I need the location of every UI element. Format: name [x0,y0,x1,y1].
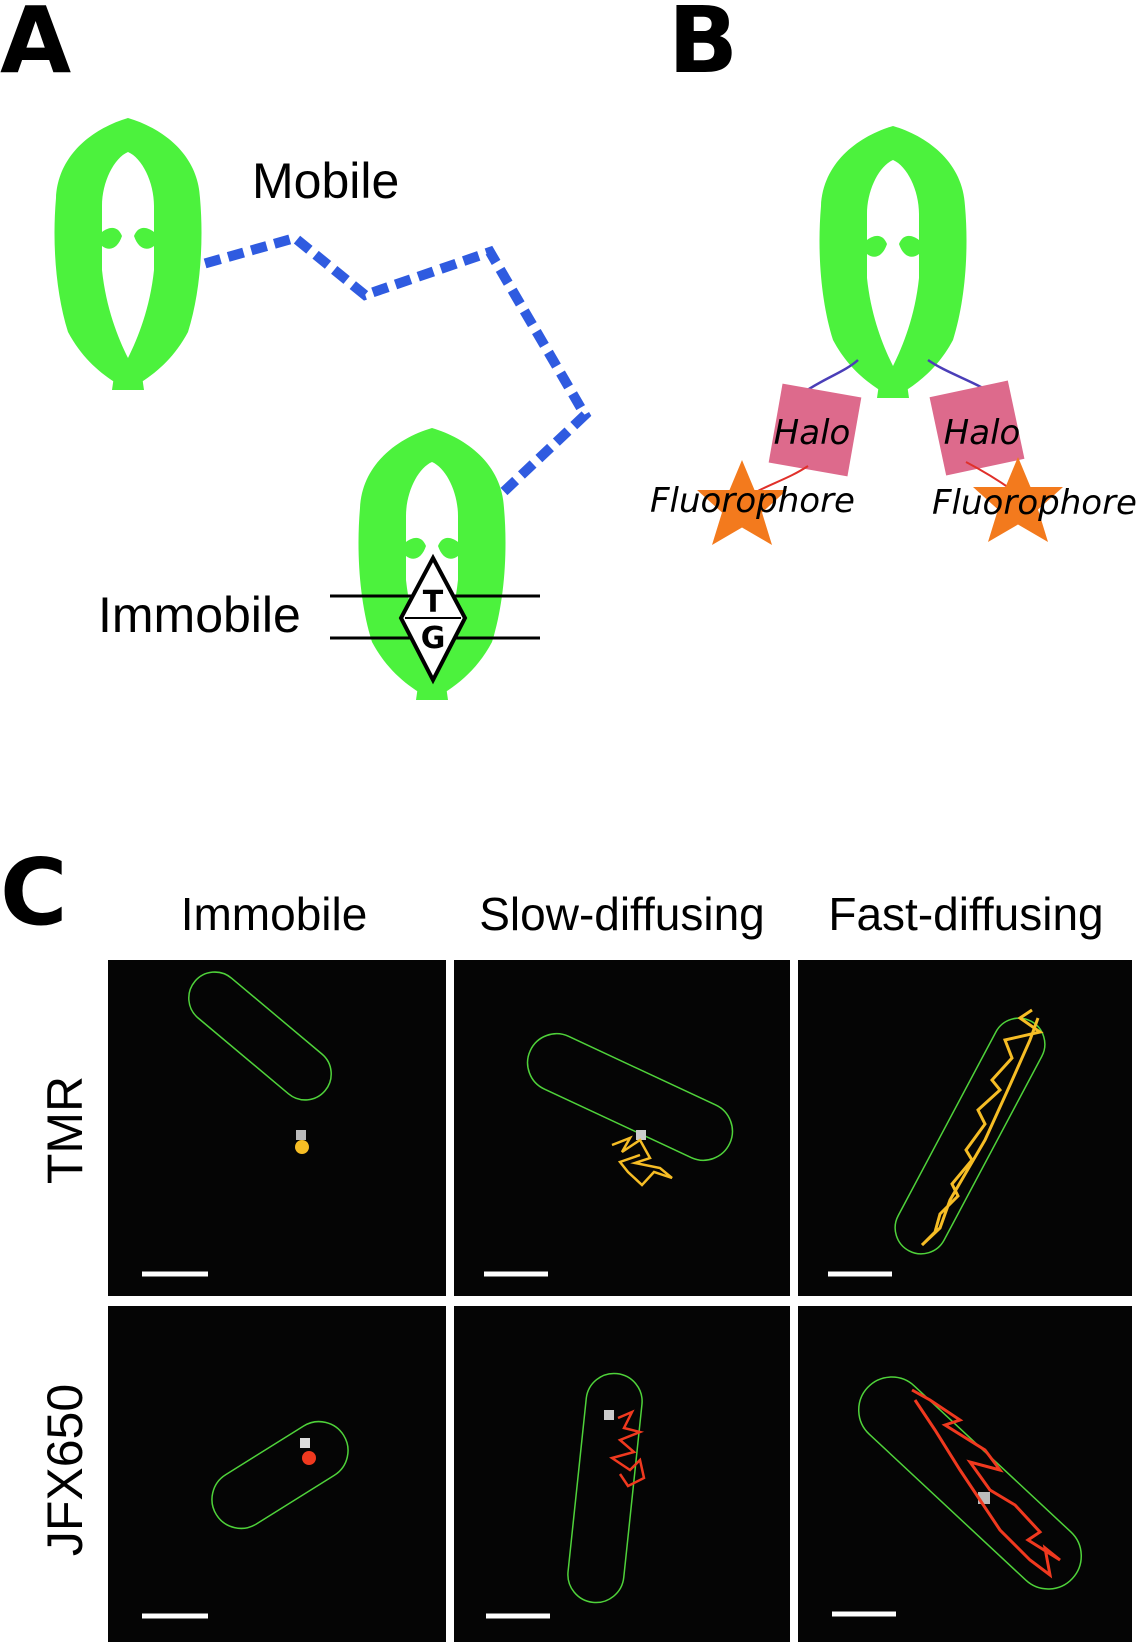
micrograph-jfx650-fast [798,1306,1132,1642]
row-header-jfx650: JFX650 [37,1384,93,1556]
fluorophore-label-left: Fluorophore [650,481,855,521]
panel-letter-b: B [668,0,738,94]
track-tmr-fast [920,1008,1044,1247]
column-header-immobile: Immobile [181,888,368,940]
halo-label-left: Halo [774,413,851,453]
panel-letter-a: A [0,0,71,94]
track-jfx650-slow [609,1409,646,1488]
immobile-label: Immobile [98,587,301,643]
track-jfx650-immobile [302,1451,316,1465]
micrograph-jfx650-slow [454,1306,790,1642]
micrograph-jfx650-immobile [108,1306,446,1642]
base-bottom: G [421,621,446,656]
micrograph-tmr-immobile [108,960,446,1296]
track-tmr-immobile [295,1140,309,1154]
mobile-label: Mobile [252,153,399,209]
halo-label-right: Halo [944,413,1021,453]
micrograph-tmr-slow [454,960,790,1296]
base-top: T [423,585,444,620]
fluorophore-label-right: Fluorophore [932,483,1137,523]
panel-letter-c: C [0,839,68,946]
mobile-linker [180,232,592,504]
halo-tag-left: Halo [768,383,862,477]
halo-tag-right: Halo [929,380,1025,476]
column-header-slow: Slow-diffusing [479,888,765,940]
track-jfx650-fast [911,1388,1061,1579]
track-tmr-slow [611,1135,673,1187]
protein-labeled [819,126,967,398]
row-header-tmr: TMR [37,1076,93,1184]
protein-mobile [54,118,202,390]
column-header-fast: Fast-diffusing [828,888,1103,940]
micrograph-tmr-fast [798,960,1132,1296]
